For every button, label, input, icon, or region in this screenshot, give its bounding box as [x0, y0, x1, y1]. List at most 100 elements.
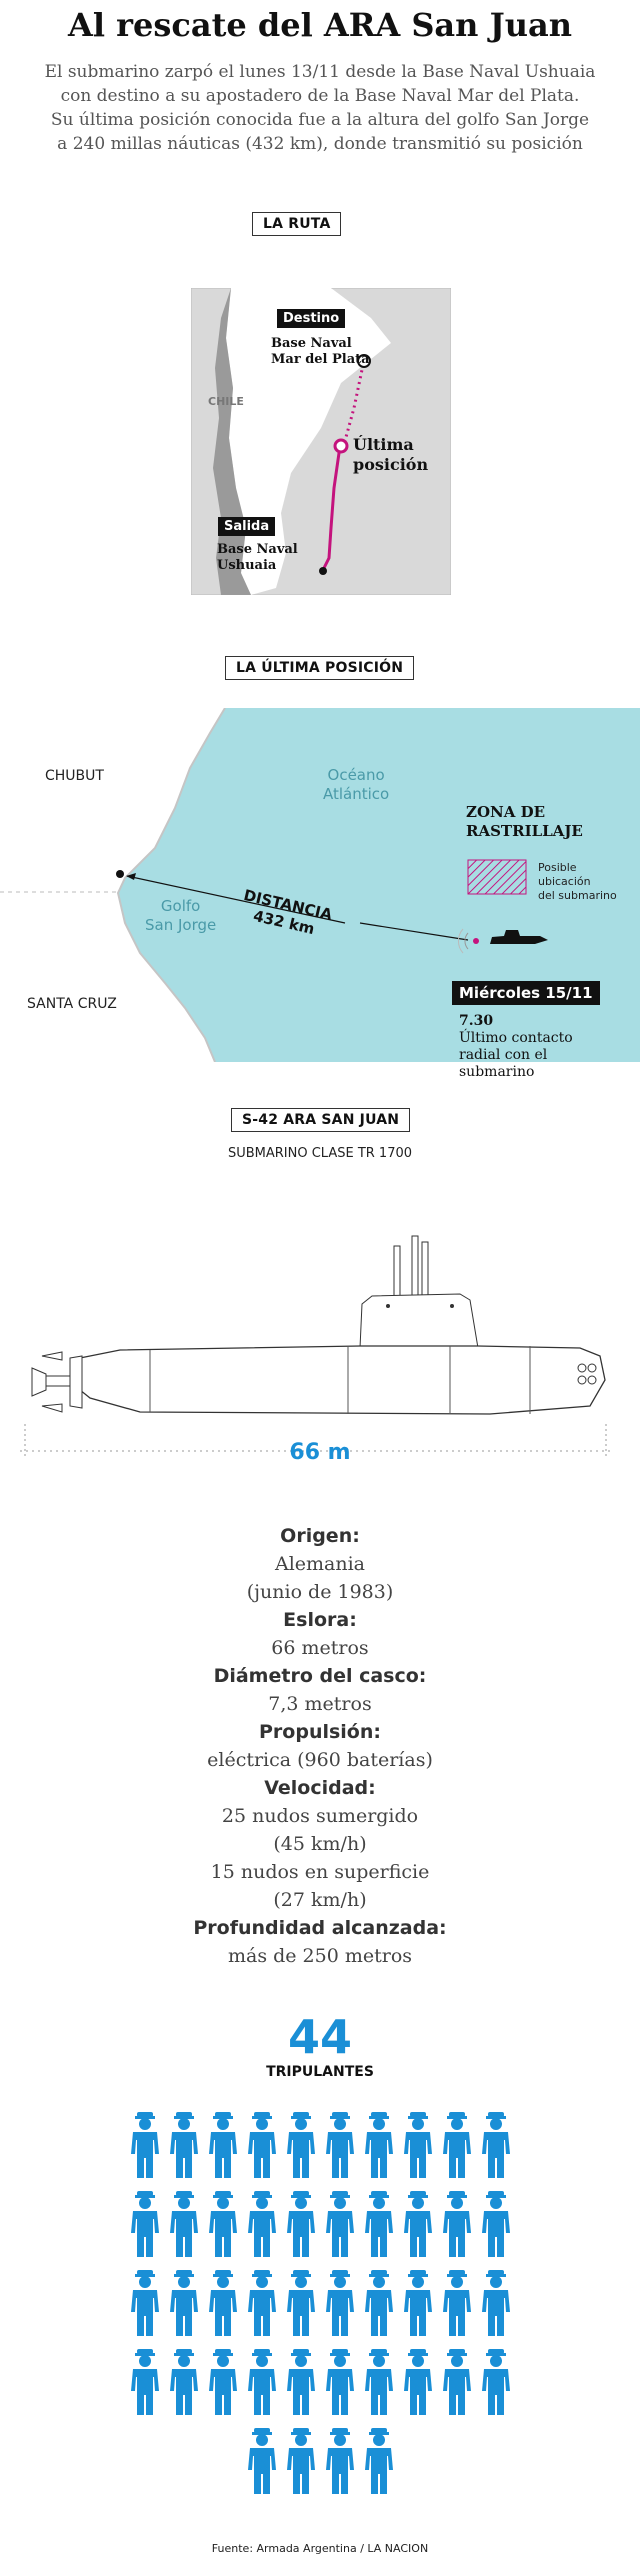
spec-profundidad: Profundidad alcanzada: más de 250 metros: [0, 1914, 640, 1970]
date-tag: Miércoles 15/11: [452, 981, 600, 1005]
torpedo-tube: [587, 1375, 597, 1385]
crew-member-icon: [481, 2191, 511, 2263]
crew-member-icon: [442, 2270, 472, 2342]
distance-arrowhead: [126, 873, 136, 880]
intro-line: El submarino zarpó el lunes 13/11 desde …: [44, 62, 596, 82]
spec-value: Alemania: [274, 1553, 366, 1575]
crew-member-icon: [286, 2270, 316, 2342]
crew-member-icon: [169, 2270, 199, 2342]
zone-title-line: ZONA DE: [466, 803, 546, 821]
crew-member-icon: [208, 2349, 238, 2421]
last-position-point: [333, 438, 349, 454]
distance-line-a: [126, 875, 346, 924]
contact-point: [473, 938, 479, 944]
crew-member-icon: [247, 2112, 277, 2184]
crew-member-icon: [325, 2191, 355, 2263]
ocean-line: Océano: [327, 766, 385, 784]
source-note: Fuente: Armada Argentina / LA NACION: [211, 2542, 429, 2555]
crew-member-icon: [364, 2270, 394, 2342]
signal-arc: [464, 932, 469, 950]
destino-name-line: Mar del Plata: [271, 352, 370, 367]
mast: [411, 1235, 419, 1297]
ocean-label: Océano Atlántico: [323, 766, 389, 804]
salida-point: [319, 567, 327, 575]
torpedo-tube: [577, 1363, 587, 1373]
crew-count: 44: [287, 2010, 352, 2064]
zone-title: ZONA DE RASTRILLAJE: [466, 803, 583, 841]
ocean-line: Atlántico: [323, 785, 390, 803]
zone-legend-line: Posible: [538, 861, 577, 874]
spec-value: 66 metros: [271, 1637, 369, 1659]
spec-label: Diámetro del casco:: [213, 1665, 427, 1687]
coast-land: [0, 708, 225, 1062]
contact-text: 7.30 Último contacto radial con el subma…: [459, 1013, 573, 1081]
zone-legend-swatch: [467, 859, 527, 895]
coastline: [116, 708, 226, 1062]
torpedo-tube: [577, 1375, 587, 1385]
crew-member-icon: [403, 2270, 433, 2342]
sub-length: 66 m: [289, 1440, 351, 1465]
zone-legend-text: Posible ubicación del submarino: [538, 861, 617, 903]
tail-fin: [41, 1403, 63, 1413]
gulf-line: San Jorge: [145, 916, 217, 934]
crew-member-icon: [442, 2191, 472, 2263]
crew-member-icon: [130, 2112, 160, 2184]
contact-line: submarino: [459, 1064, 535, 1080]
zone-title-line: RASTRILLAJE: [466, 822, 583, 840]
crew-member-icon: [169, 2349, 199, 2421]
crew-member-icon: [247, 2191, 277, 2263]
spec-list: Origen: Alemania (junio de 1983) Eslora:…: [0, 1522, 640, 1970]
zone-legend-line: del submarino: [538, 889, 617, 902]
submarine-sail: [359, 1293, 479, 1349]
spec-origen: Origen: Alemania (junio de 1983): [0, 1522, 640, 1606]
crew-member-icon: [481, 2270, 511, 2342]
crew-member-icon: [442, 2112, 472, 2184]
signal-arc: [457, 928, 464, 954]
spec-value: (45 km/h): [273, 1833, 367, 1855]
contact-time: 7.30: [459, 1013, 494, 1029]
crew-member-icon: [325, 2270, 355, 2342]
route-section-label: LA RUTA: [252, 212, 342, 236]
mast: [421, 1241, 429, 1297]
sail-detail: [386, 1304, 390, 1308]
crew-member-icon: [247, 2349, 277, 2421]
spec-label: Propulsión:: [259, 1721, 381, 1743]
spec-value: (junio de 1983): [246, 1581, 394, 1603]
crew-member-icon: [403, 2349, 433, 2421]
spec-value: más de 250 metros: [227, 1945, 413, 1967]
submarine-hull: [79, 1345, 606, 1415]
torpedo-tube: [587, 1363, 597, 1373]
spec-velocidad: Velocidad: 25 nudos sumergido (45 km/h) …: [0, 1774, 640, 1914]
crew-member-icon: [403, 2191, 433, 2263]
distance-line-b: [359, 922, 469, 941]
santa-cruz-label: SANTA CRUZ: [27, 996, 117, 1012]
spec-label: Origen:: [280, 1525, 360, 1547]
crew-member-icon: [286, 2191, 316, 2263]
intro-line: Su última posición conocida fue a la alt…: [50, 110, 590, 130]
destino-name: Base Naval Mar del Plata: [271, 336, 370, 368]
crew-member-icon: [169, 2191, 199, 2263]
gulf-line: Golfo: [160, 897, 201, 915]
salida-tag: Salida: [218, 517, 276, 536]
crew-grid: [0, 2112, 640, 2502]
spec-value: 25 nudos sumergido: [221, 1805, 419, 1827]
crew-member-icon: [442, 2349, 472, 2421]
crew-member-icon: [247, 2428, 277, 2500]
crew-member-icon: [286, 2349, 316, 2421]
salida-name: Base Naval Ushuaia: [217, 542, 298, 574]
intro-line: con destino a su apostadero de la Base N…: [60, 86, 580, 106]
crew-member-icon: [130, 2349, 160, 2421]
spec-value: (27 km/h): [273, 1889, 367, 1911]
crew-member-icon: [208, 2112, 238, 2184]
chubut-label: CHUBUT: [45, 768, 104, 784]
intro-text: El submarino zarpó el lunes 13/11 desde …: [30, 60, 610, 156]
spec-value: 7,3 metros: [268, 1693, 372, 1715]
submarine-silhouette: [490, 930, 548, 944]
crew-member-icon: [364, 2428, 394, 2500]
crew-member-icon: [208, 2270, 238, 2342]
gulf-label: Golfo San Jorge: [145, 897, 216, 935]
contact-line: Último contacto: [459, 1030, 573, 1046]
crew-member-icon: [364, 2349, 394, 2421]
route-dotted: [341, 364, 365, 449]
tail-fin: [41, 1351, 63, 1361]
